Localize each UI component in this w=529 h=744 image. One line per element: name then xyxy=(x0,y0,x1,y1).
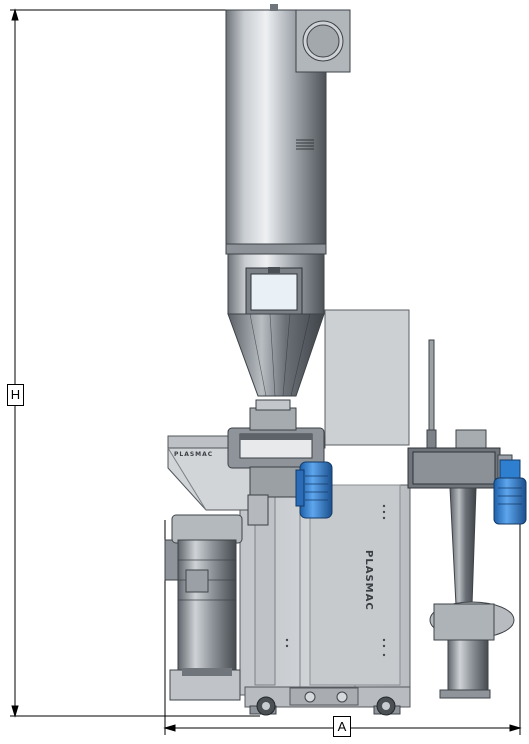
right-blower-unit xyxy=(407,339,527,699)
casters xyxy=(249,696,401,716)
center-gear-motor xyxy=(295,461,333,519)
cabinet-brand-text: PLASMAC xyxy=(363,550,374,611)
hopper-brand-text: PLASMAC xyxy=(174,451,213,458)
dimension-lines xyxy=(10,8,522,735)
height-dimension-label: H xyxy=(7,384,24,406)
loader-cylinder xyxy=(225,4,351,315)
main-drive-motor xyxy=(164,514,243,701)
width-dimension-label: A xyxy=(333,716,351,737)
cutting-chamber xyxy=(227,399,325,526)
main-cabinet xyxy=(239,309,411,708)
discharge-cone xyxy=(227,313,325,397)
